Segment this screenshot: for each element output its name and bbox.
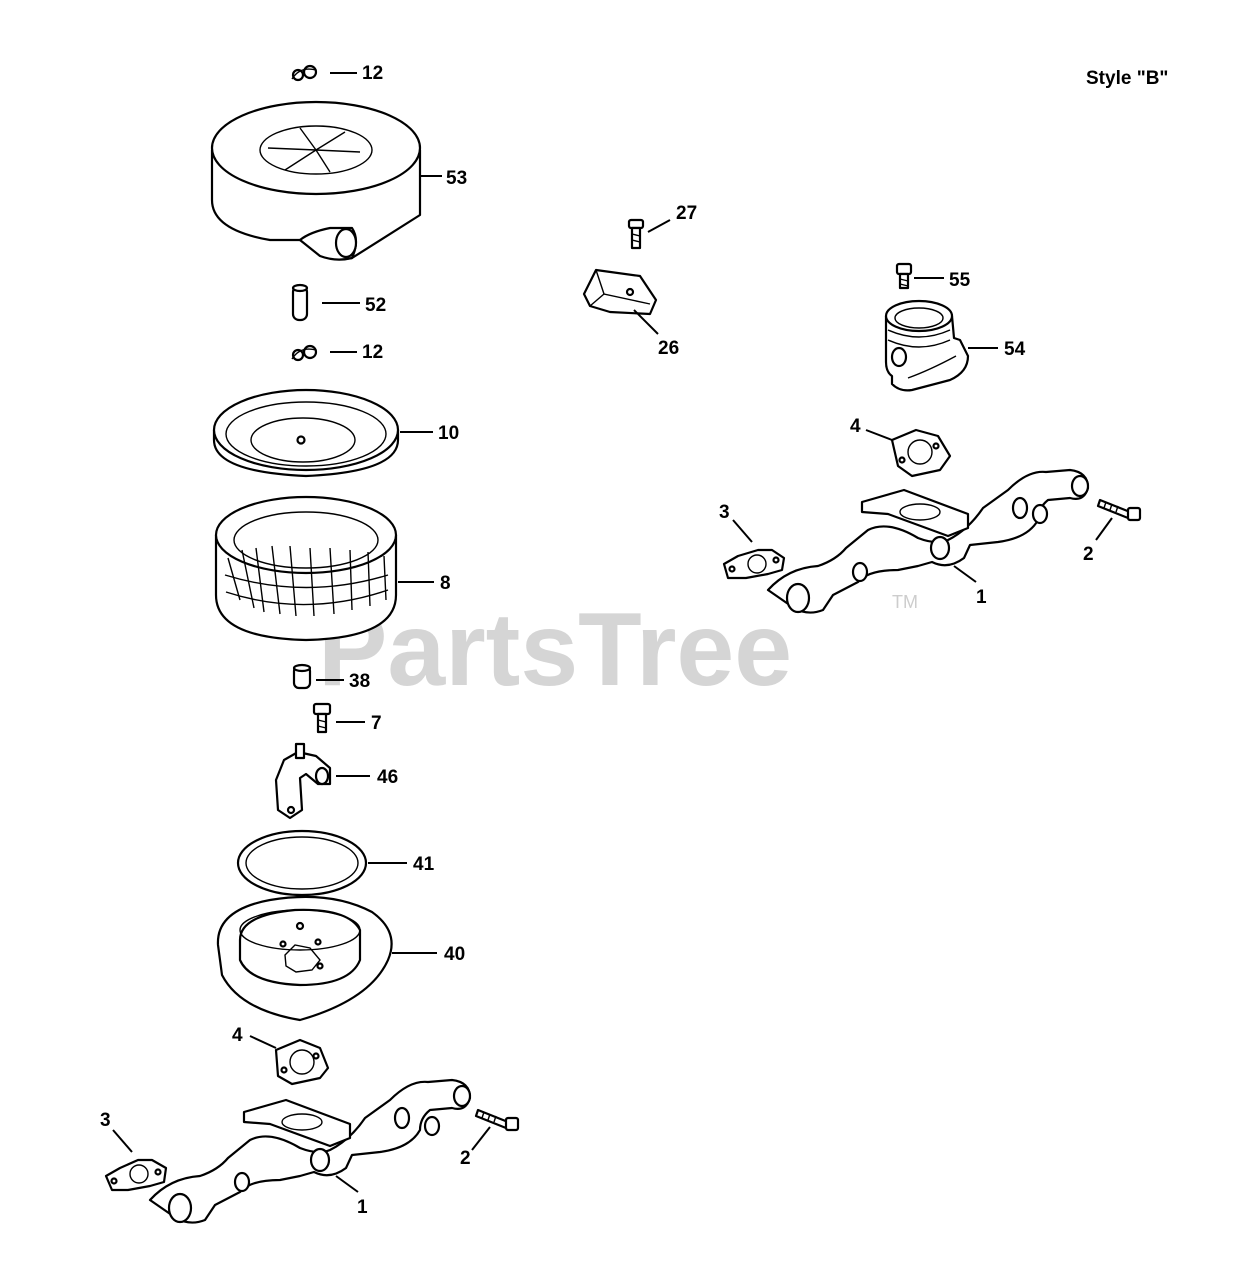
callout-26[interactable]: 26 [658, 338, 679, 359]
part-40-base-plate[interactable] [216, 895, 393, 1022]
callout-10[interactable]: 10 [438, 423, 459, 444]
part-55-screw[interactable] [895, 262, 913, 290]
part-4-gasket-right[interactable] [890, 428, 952, 478]
part-3-gasket-right[interactable] [722, 548, 786, 580]
part-53-air-cleaner-cover[interactable] [210, 100, 422, 261]
watermark-tm: TM [892, 592, 918, 612]
callout-40[interactable]: 40 [444, 944, 465, 965]
callout-8[interactable]: 8 [440, 573, 451, 594]
callout-52[interactable]: 52 [365, 295, 386, 316]
part-2-bolt-right[interactable] [1096, 498, 1142, 522]
callout-4-left[interactable]: 4 [232, 1025, 243, 1046]
part-54-adapter[interactable] [884, 299, 970, 392]
callout-46[interactable]: 46 [377, 767, 398, 788]
part-10-filter-cover[interactable] [212, 388, 400, 478]
part-3-gasket-left[interactable] [104, 1158, 168, 1192]
part-46-bracket[interactable] [274, 742, 332, 820]
callout-12-second[interactable]: 12 [362, 342, 383, 363]
part-8-filter-element[interactable] [214, 495, 398, 642]
part-1-manifold-right[interactable] [766, 468, 1090, 614]
part-38-spacer[interactable] [292, 663, 312, 690]
callout-38[interactable]: 38 [349, 671, 370, 692]
watermark: PartsTree [318, 592, 792, 708]
callout-55[interactable]: 55 [949, 270, 971, 291]
callout-54[interactable]: 54 [1004, 339, 1026, 360]
callout-12-top[interactable]: 12 [362, 63, 383, 84]
part-4-gasket-left[interactable] [274, 1038, 330, 1086]
part-7-bolt[interactable] [312, 702, 332, 734]
part-41-gasket-ring[interactable] [236, 829, 368, 897]
part-27-screw[interactable] [627, 218, 645, 250]
callout-7[interactable]: 7 [371, 713, 382, 734]
callout-3-left[interactable]: 3 [100, 1110, 111, 1131]
part-52-tube[interactable] [291, 283, 309, 322]
style-label: Style "B" [1086, 68, 1168, 89]
callout-4-right[interactable]: 4 [850, 416, 861, 437]
part-2-bolt-left[interactable] [474, 1108, 520, 1132]
callout-1-right[interactable]: 1 [976, 587, 987, 608]
callout-41[interactable]: 41 [413, 854, 435, 875]
callout-27[interactable]: 27 [676, 203, 697, 224]
callout-3-right[interactable]: 3 [719, 502, 730, 523]
part-1-manifold-left[interactable] [148, 1078, 472, 1224]
part-12-clip-top[interactable] [291, 64, 318, 82]
part-12-clip-second[interactable] [291, 344, 318, 362]
callout-1-left[interactable]: 1 [357, 1197, 368, 1218]
callout-2-right[interactable]: 2 [1083, 544, 1094, 565]
part-26-cover[interactable] [582, 268, 658, 316]
callout-53[interactable]: 53 [446, 168, 467, 189]
callout-2-left[interactable]: 2 [460, 1148, 471, 1169]
